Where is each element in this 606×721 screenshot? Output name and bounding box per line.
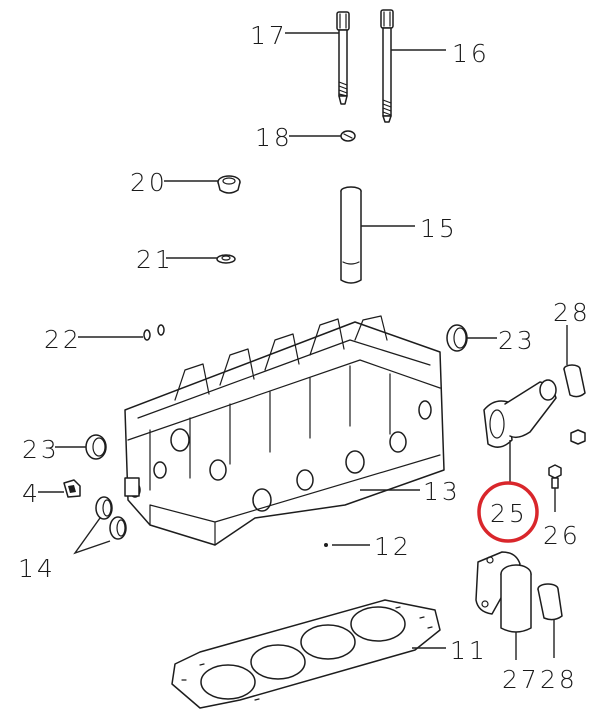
part-21-clip[interactable] bbox=[216, 254, 236, 264]
label-15: 15 bbox=[420, 214, 458, 243]
part-20-cap[interactable] bbox=[217, 175, 241, 194]
part-4-bracket[interactable] bbox=[63, 479, 81, 498]
part-25-outlet-elbow[interactable] bbox=[483, 379, 557, 448]
label-17: 17 bbox=[250, 21, 288, 50]
part-18-pin[interactable] bbox=[340, 130, 356, 142]
part-17-bolt[interactable] bbox=[336, 11, 350, 105]
part-28-hose-lower[interactable] bbox=[537, 583, 563, 621]
part-26-bolts[interactable] bbox=[548, 429, 586, 489]
part-23-plug-right[interactable] bbox=[446, 324, 468, 352]
part-14-seals[interactable] bbox=[95, 496, 127, 540]
highlight-circle-25 bbox=[477, 481, 539, 543]
label-18: 18 bbox=[255, 123, 293, 152]
part-28-hose-upper[interactable] bbox=[563, 364, 586, 398]
label-13: 13 bbox=[423, 477, 461, 506]
label-11: 11 bbox=[450, 636, 488, 665]
label-14: 14 bbox=[18, 554, 56, 583]
label-21: 21 bbox=[136, 245, 174, 274]
label-26: 26 bbox=[543, 521, 581, 550]
label-23-left: 23 bbox=[22, 435, 60, 464]
label-22: 22 bbox=[44, 325, 82, 354]
label-4: 4 bbox=[22, 479, 41, 508]
part-11-head-gasket[interactable] bbox=[171, 599, 441, 709]
part-13-cylinder-head[interactable] bbox=[124, 315, 445, 546]
label-28-lower: 28 bbox=[540, 665, 578, 694]
label-12: 12 bbox=[374, 532, 412, 561]
part-12-dowel[interactable] bbox=[324, 543, 328, 547]
label-25: 25 bbox=[490, 499, 528, 528]
part-23-plug-left[interactable] bbox=[85, 434, 107, 460]
part-16-bolt[interactable] bbox=[380, 9, 394, 123]
part-15-sleeve[interactable] bbox=[340, 186, 362, 284]
label-16: 16 bbox=[452, 39, 490, 68]
label-23-right: 23 bbox=[498, 326, 536, 355]
label-28-upper: 28 bbox=[553, 298, 591, 327]
label-27: 27 bbox=[502, 665, 540, 694]
leader-14 bbox=[73, 517, 111, 555]
label-20: 20 bbox=[130, 168, 168, 197]
part-27-outlet-pipe[interactable] bbox=[475, 551, 532, 633]
part-22-dowels[interactable] bbox=[143, 324, 165, 341]
